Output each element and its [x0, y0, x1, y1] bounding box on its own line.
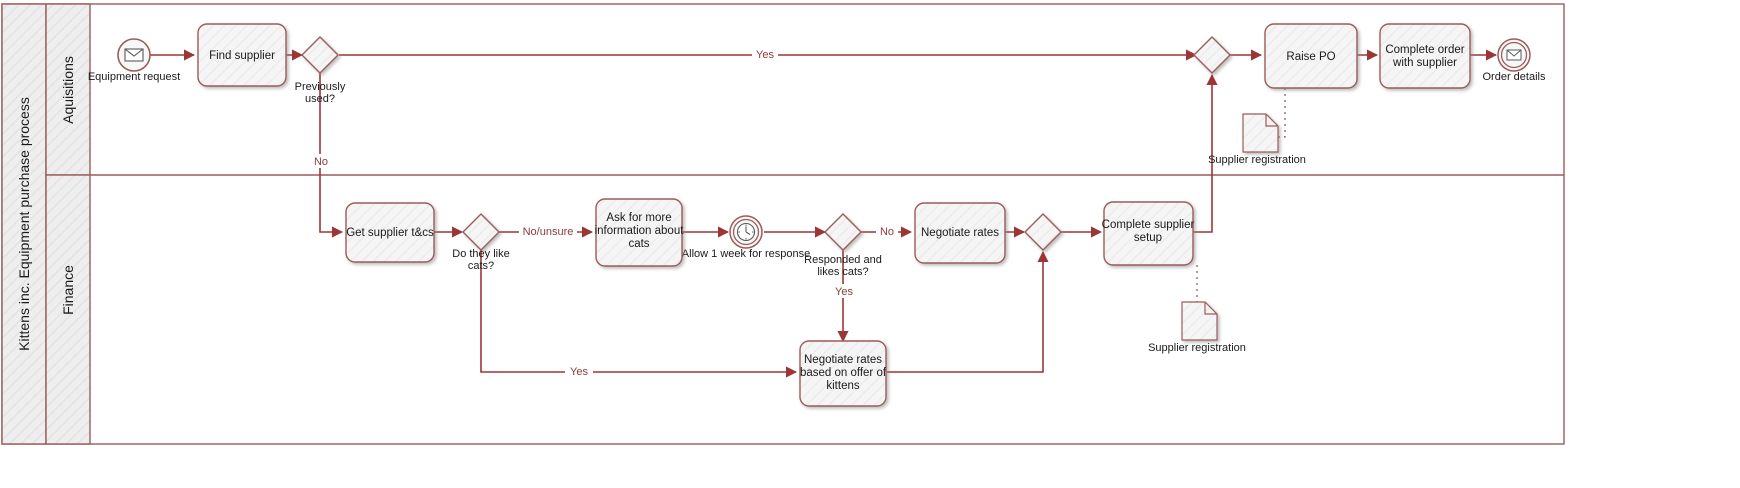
gateway-do-they-like-cats[interactable]: Do they like cats?: [452, 213, 510, 272]
task-label-kittens-3: kittens: [826, 380, 859, 392]
start-event-label: Equipment request: [88, 71, 180, 83]
flow-no-to-get-supplier-tcs: [319, 73, 344, 238]
flow-yes-like-cats-to-kittens-task: [480, 250, 798, 378]
task-label-complete-setup-1: Complete supplier: [1102, 219, 1195, 231]
task-label-raise-po: Raise PO: [1286, 51, 1335, 63]
data-object-label-top: Supplier registration: [1208, 154, 1306, 166]
task-get-supplier-tcs[interactable]: Get supplier t&cs: [345, 202, 435, 263]
flow-label-yes-like-cats: Yes: [570, 366, 588, 378]
timer-intermediate-event[interactable]: Allow 1 week for response: [682, 215, 810, 260]
task-raise-po[interactable]: Raise PO: [1264, 23, 1358, 89]
lane-label-finance: Finance: [60, 265, 76, 315]
task-label-get-supplier-tcs: Get supplier t&cs: [346, 227, 434, 239]
gateway-label-like-cats-1: Do they like: [452, 248, 509, 260]
task-label-complete-order-1: Complete order: [1385, 44, 1464, 56]
flow-kittens-task-to-merge: [887, 250, 1049, 373]
task-label-negotiate-rates: Negotiate rates: [921, 227, 999, 239]
task-label-complete-order-2: with supplier: [1392, 57, 1457, 69]
task-label-ask-info-1: Ask for more: [606, 212, 671, 224]
sequence-flows: [150, 49, 1498, 378]
task-label-complete-setup-2: setup: [1134, 232, 1162, 244]
gateway-label-previously-used-1: Previously: [295, 81, 346, 93]
envelope-icon: [124, 48, 144, 62]
task-label-find-supplier: Find supplier: [209, 50, 275, 62]
flow-complete-setup-to-merge-top: [1192, 73, 1218, 233]
data-object-supplier-registration-bottom[interactable]: Supplier registration: [1148, 301, 1246, 354]
assoc-raise-po-to-data-top: [1272, 88, 1286, 138]
task-label-kittens-1: Negotiate rates: [804, 354, 882, 366]
gateway-label-like-cats-2: cats?: [468, 260, 494, 272]
start-message-event[interactable]: Equipment request: [88, 38, 180, 83]
end-message-event[interactable]: Order details: [1483, 38, 1546, 83]
task-label-ask-info-3: cats: [628, 238, 649, 250]
gateway-previously-used[interactable]: Previously used?: [295, 36, 346, 105]
flow-label-no-unsure: No/unsure: [523, 226, 574, 238]
flow-labels: Yes No No/unsure Yes No Yes: [310, 47, 898, 378]
flow-label-no-responded: No: [880, 226, 894, 238]
data-object-supplier-registration-top[interactable]: Supplier registration: [1208, 113, 1306, 166]
gateway-label-responded-1: Responded and: [804, 254, 882, 266]
task-ask-for-more-info[interactable]: Ask for more information about cats: [595, 198, 685, 267]
task-negotiate-rates-kittens[interactable]: Negotiate rates based on offer of kitten…: [799, 340, 887, 407]
gateway-label-previously-used-2: used?: [305, 93, 335, 105]
lane-label-aquisitions: Aquisitions: [60, 56, 76, 124]
pool-label: Kittens inc. Equipment purchase process: [16, 97, 32, 351]
lane-header-finance: [45, 174, 91, 445]
timer-event-label: Allow 1 week for response: [682, 248, 810, 260]
data-object-label-bottom: Supplier registration: [1148, 342, 1246, 354]
flow-label-yes-responded: Yes: [835, 286, 853, 298]
gateway-merge-top[interactable]: [1193, 36, 1231, 74]
flow-label-yes-top: Yes: [756, 49, 774, 61]
task-find-supplier[interactable]: Find supplier: [197, 23, 287, 87]
flow-label-no-previously-used: No: [314, 156, 328, 168]
gateway-label-responded-2: likes cats?: [817, 266, 868, 278]
task-complete-order[interactable]: Complete order with supplier: [1379, 23, 1471, 89]
task-label-kittens-2: based on offer of: [800, 367, 887, 379]
task-label-ask-info-2: information about: [595, 225, 685, 237]
gateway-responded-likes-cats[interactable]: Responded and likes cats?: [804, 213, 882, 278]
envelope-icon: [1506, 49, 1522, 61]
task-negotiate-rates[interactable]: Negotiate rates: [914, 202, 1006, 264]
end-event-label: Order details: [1483, 71, 1546, 83]
clock-icon: [736, 222, 756, 242]
task-complete-supplier-setup[interactable]: Complete supplier setup: [1102, 201, 1195, 266]
pool-header: [1, 3, 47, 445]
lane-header-aquisitions: [45, 3, 91, 176]
gateway-merge-finance[interactable]: [1024, 213, 1062, 251]
